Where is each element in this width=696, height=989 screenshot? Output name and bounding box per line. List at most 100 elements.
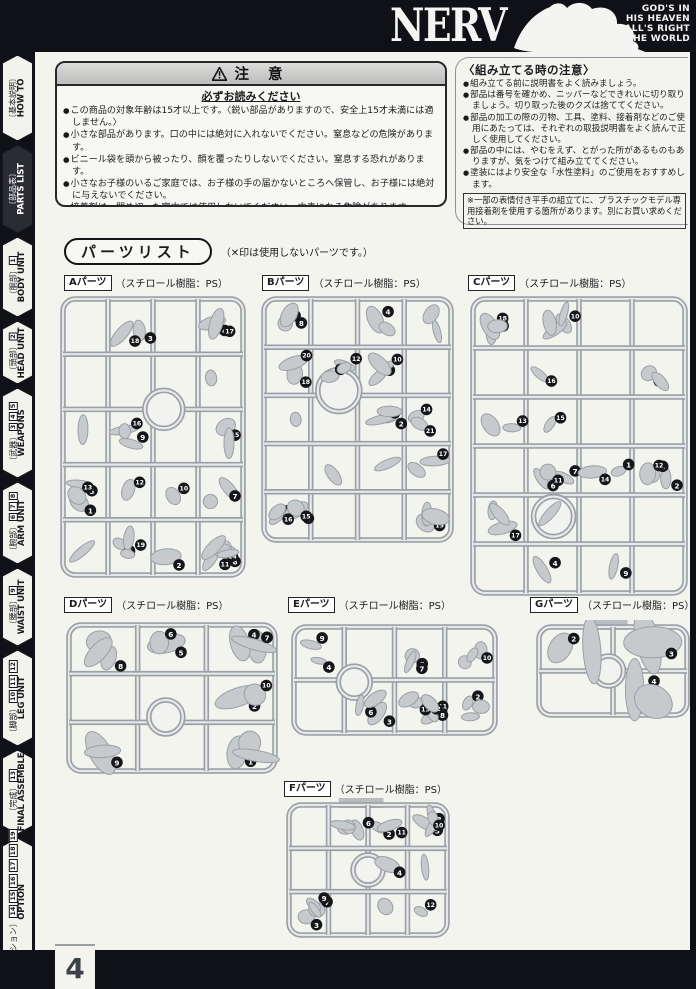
svg-text:11: 11 bbox=[221, 561, 230, 568]
svg-text:8: 8 bbox=[299, 319, 304, 328]
assembly-note-item: 塗装にはより安全な「水性塗料」のご使用をおすすめします。 bbox=[463, 168, 686, 190]
svg-text:1: 1 bbox=[626, 461, 631, 470]
svg-text:3: 3 bbox=[314, 921, 319, 930]
warning-icon bbox=[212, 66, 228, 81]
runner-e-label: Eパーツ（スチロール樹脂：PS） bbox=[288, 597, 451, 613]
svg-text:16: 16 bbox=[284, 516, 293, 523]
svg-text:10: 10 bbox=[571, 313, 580, 320]
svg-text:18: 18 bbox=[498, 315, 507, 322]
svg-text:12: 12 bbox=[426, 902, 435, 909]
tab-face bbox=[3, 56, 33, 141]
runner-f-tag: Fパーツ bbox=[284, 781, 331, 797]
svg-text:10: 10 bbox=[262, 683, 271, 690]
svg-text:14: 14 bbox=[422, 407, 431, 414]
motto-line: ALL'S RIGHT bbox=[624, 24, 690, 35]
runner-a-label: Aパーツ（スチロール樹脂：PS） bbox=[64, 275, 228, 291]
runner-material: （スチロール樹脂：PS） bbox=[116, 601, 229, 613]
motto-line: GOD'S IN bbox=[641, 4, 690, 14]
assembly-note-item: 組み立てる前に説明書をよく読みましょう。 bbox=[463, 79, 686, 90]
caution-box: 注 意 必ずお読みください この商品の対象年齢は15才以上です。〈鋭い部品があり… bbox=[55, 61, 447, 207]
svg-text:4: 4 bbox=[553, 559, 558, 568]
tab-step-number: 19 bbox=[8, 829, 18, 843]
tab-face bbox=[3, 238, 33, 317]
assembly-notes-box: 〈組み立てる時の注意〉 組み立てる前に説明書をよく読みましょう。部品は番号を確か… bbox=[455, 57, 688, 230]
svg-text:18: 18 bbox=[302, 379, 311, 386]
sidebar-tab-how-to: 〔基本説明〕HOW TO bbox=[1, 54, 34, 142]
runner-g-sprue: 1234 bbox=[532, 609, 694, 726]
tab-face bbox=[3, 569, 33, 646]
caution-list: この商品の対象年齢は15才以上です。〈鋭い部品がありますので、安全上15才未満に… bbox=[57, 105, 445, 205]
svg-text:14: 14 bbox=[228, 553, 237, 560]
page-content: 注 意 必ずお読みください この商品の対象年齢は15才以上です。〈鋭い部品があり… bbox=[35, 52, 694, 950]
svg-text:12: 12 bbox=[135, 479, 144, 486]
assembly-note-item: 部品の加工の際の刃物、工具、塗料、接着剤などのご使用にあたっては、それぞれの取扱… bbox=[463, 113, 686, 147]
svg-text:9: 9 bbox=[140, 433, 145, 442]
svg-text:2: 2 bbox=[571, 635, 576, 644]
runner-c-tag: Cパーツ bbox=[468, 275, 516, 291]
runner-material: （スチロール樹脂：PS） bbox=[334, 785, 448, 797]
assembly-note-item: 部品は番号を確かめ、ニッパーなどできれいに切り取りましょう。切り取った後のクズは… bbox=[463, 90, 686, 112]
tab-step-number: 18 bbox=[8, 844, 18, 858]
runner-b-label: Bパーツ（スチロール樹脂：PS） bbox=[262, 275, 426, 291]
runner-d-label: Dパーツ（スチロール樹脂：PS） bbox=[64, 597, 229, 613]
svg-text:4: 4 bbox=[326, 663, 331, 672]
nerv-logo: NERV bbox=[390, 0, 648, 54]
svg-text:7: 7 bbox=[573, 467, 578, 476]
svg-text:6: 6 bbox=[232, 557, 237, 566]
parts-list-note: （✕印は使用しないパーツです。） bbox=[220, 248, 373, 259]
runner-material: （スチロール樹脂：PS） bbox=[313, 279, 426, 291]
tab-step-number: 17 bbox=[8, 859, 18, 873]
svg-text:8: 8 bbox=[436, 815, 441, 824]
runner-e-diagram: 12345678910111213 bbox=[291, 624, 498, 736]
runner-a-diagram: 12345678910111213141516171819 bbox=[60, 296, 246, 578]
svg-text:19: 19 bbox=[136, 542, 145, 549]
caution-subtitle: 必ずお読みください bbox=[201, 90, 301, 103]
svg-text:14: 14 bbox=[601, 476, 610, 483]
tab-jp-text: 〔頭部〕 bbox=[7, 341, 17, 374]
tab-jp-text: 〔腰部〕 bbox=[7, 596, 17, 629]
runner-e-tag: Eパーツ bbox=[288, 597, 335, 613]
svg-text:15: 15 bbox=[302, 513, 311, 520]
tab-jp-text: 〔胴部〕 bbox=[7, 266, 17, 299]
tab-en-label: LEG UNIT bbox=[16, 676, 27, 720]
svg-text:10: 10 bbox=[435, 822, 444, 829]
runner-d-sprue: 12345678910 bbox=[62, 618, 282, 782]
runner-f-label: Fパーツ（スチロール樹脂：PS） bbox=[284, 781, 447, 797]
tab-jp-text: 〔武器〕 bbox=[7, 432, 17, 465]
svg-text:8: 8 bbox=[440, 711, 445, 720]
tab-en-label: WEAPONS bbox=[16, 409, 27, 457]
caution-item: 小さな部品があります。口の中には絶対に入れないでください。窒息などの危険がありま… bbox=[63, 129, 440, 153]
svg-text:6: 6 bbox=[368, 708, 373, 717]
svg-text:11: 11 bbox=[438, 703, 447, 710]
svg-text:7: 7 bbox=[264, 633, 269, 642]
tab-face bbox=[3, 146, 33, 233]
tab-en-label: ARM UNIT bbox=[16, 500, 27, 546]
runner-b-diagram: 123456789101112131415161718192021 bbox=[261, 296, 454, 543]
tab-en-label: OPTION bbox=[16, 884, 27, 920]
runner-material: （スチロール樹脂：PS） bbox=[338, 601, 452, 613]
tab-face bbox=[3, 751, 33, 834]
parts-list-header: パーツリスト （✕印は使用しないパーツです。） bbox=[64, 238, 373, 265]
svg-text:6: 6 bbox=[168, 630, 173, 639]
svg-text:11: 11 bbox=[554, 477, 563, 484]
caution-title: 注 意 bbox=[234, 67, 290, 83]
runner-material: （スチロール樹脂：PS） bbox=[115, 279, 228, 291]
caution-item: 接着剤は、閉め切った室内では使用しないでください。中毒になる危険があります。 bbox=[63, 202, 440, 205]
parts-list-title: パーツリスト bbox=[64, 238, 212, 265]
svg-text:4: 4 bbox=[397, 868, 402, 877]
tab-en-label: HOW TO bbox=[16, 78, 27, 118]
footer-bar: 4 bbox=[0, 944, 696, 989]
svg-text:20: 20 bbox=[302, 353, 311, 360]
